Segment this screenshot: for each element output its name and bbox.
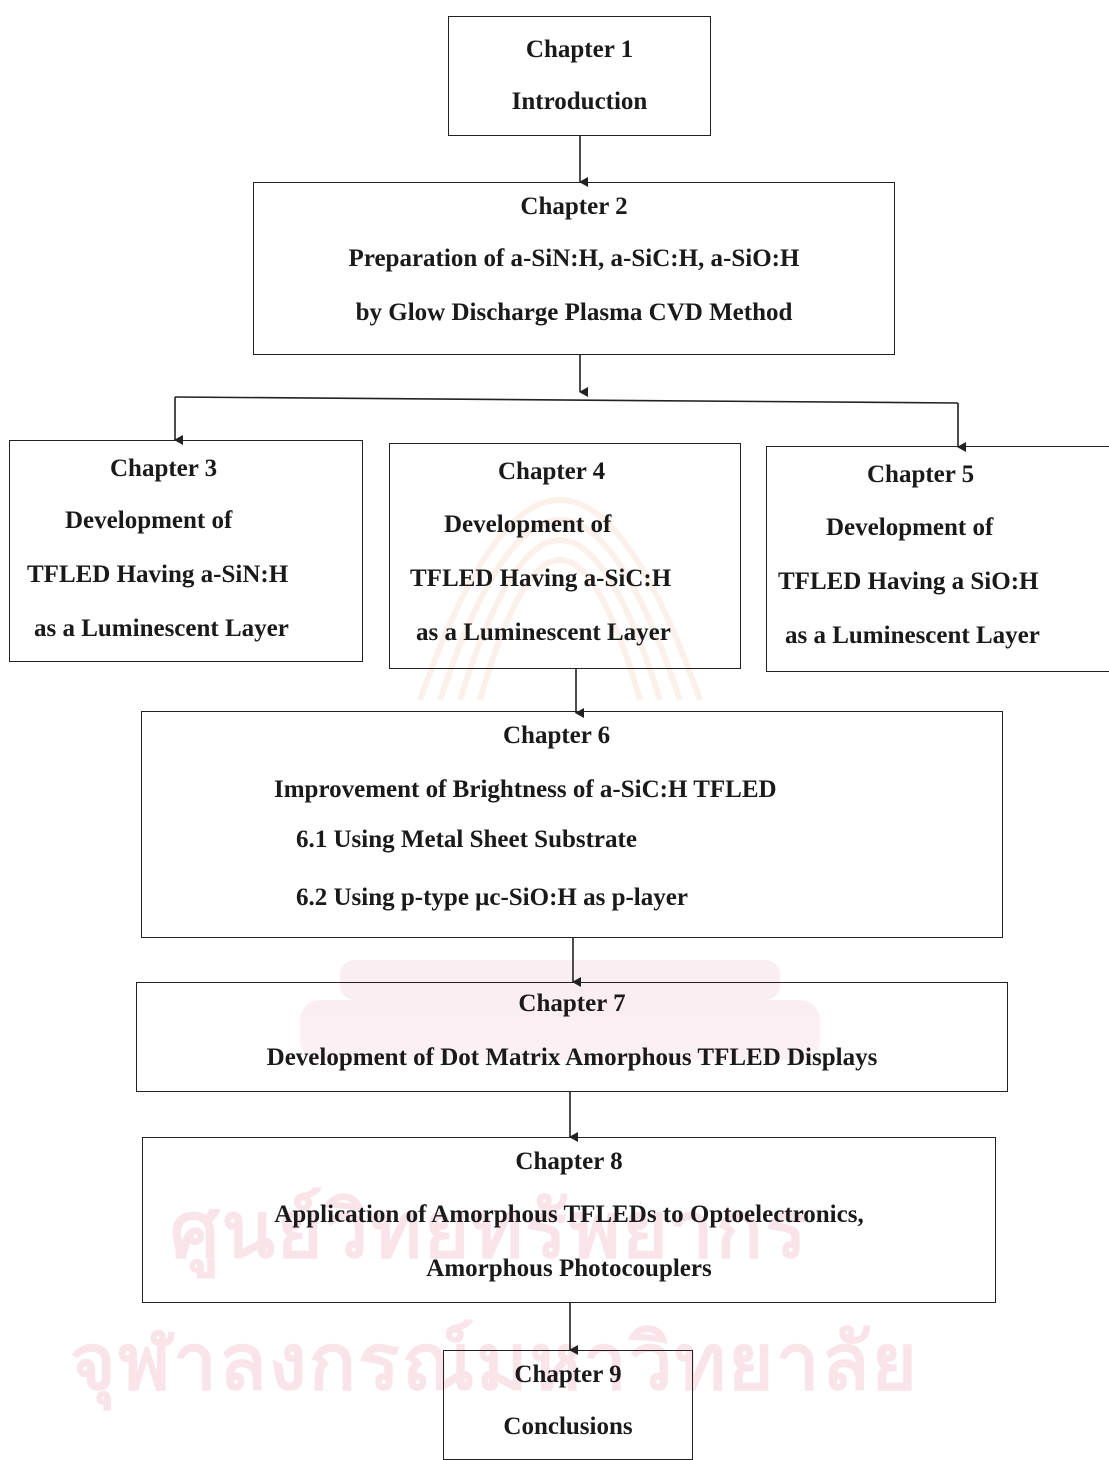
chapter-4-line-1: Development of xyxy=(444,511,612,538)
branch-horizontal xyxy=(174,396,959,404)
chapter-8-line-1: Application of Amorphous TFLEDs to Optoe… xyxy=(274,1201,864,1228)
chapter-7-box: Chapter 7 Development of Dot Matrix Amor… xyxy=(136,982,1008,1092)
chapter-3-line-2: TFLED Having a-SiN:H xyxy=(27,561,289,588)
chapter-9-subtitle: Conclusions xyxy=(503,1413,633,1440)
chapter-6-box: Chapter 6 Improvement of Brightness of a… xyxy=(141,711,1003,938)
chapter-3-box: Chapter 3 Development of TFLED Having a-… xyxy=(9,440,363,662)
chapter-7-title: Chapter 7 xyxy=(518,990,626,1017)
chapter-1-title: Chapter 1 xyxy=(525,36,634,63)
chapter-6-line-3: 6.2 Using p-type μc-SiO:H as p-layer xyxy=(296,884,688,911)
chapter-4-box: Chapter 4 Development of TFLED Having a-… xyxy=(389,443,741,669)
chapter-3-line-3: as a Luminescent Layer xyxy=(34,615,289,642)
chapter-3-line-1: Development of xyxy=(65,507,233,534)
chapter-5-line-2: TFLED Having a SiO:H xyxy=(778,568,1039,595)
chapter-6-line-1: Improvement of Brightness of a-SiC:H TFL… xyxy=(274,776,777,803)
chapter-7-line-1: Development of Dot Matrix Amorphous TFLE… xyxy=(266,1044,878,1071)
chapter-2-title: Chapter 2 xyxy=(520,193,628,220)
chapter-8-title: Chapter 8 xyxy=(515,1148,623,1175)
chapter-8-box: Chapter 8 Application of Amorphous TFLED… xyxy=(142,1137,996,1303)
chapter-3-title: Chapter 3 xyxy=(110,455,218,482)
chapter-2-box: Chapter 2 Preparation of a-SiN:H, a-SiC:… xyxy=(253,182,895,355)
chapter-5-line-3: as a Luminescent Layer xyxy=(785,622,1040,649)
chapter-4-line-3: as a Luminescent Layer xyxy=(416,619,671,646)
watermark-line-1: ศูนย์วิทยทรัพยากร xyxy=(170,1186,809,1276)
chapter-2-line-2: by Glow Discharge Plasma CVD Method xyxy=(355,299,793,326)
chapter-6-title: Chapter 6 xyxy=(503,722,611,749)
chapter-5-box: Chapter 5 Development of TFLED Having a … xyxy=(766,446,1109,672)
chapter-4-title: Chapter 4 xyxy=(498,458,606,485)
chapter-9-box: Chapter 9 Conclusions xyxy=(443,1350,693,1460)
chapter-5-line-1: Development of xyxy=(826,514,994,541)
chapter-6-line-2: 6.1 Using Metal Sheet Substrate xyxy=(296,826,637,853)
watermark-line-2: จุฬาลงกรณ์มหาวิทยาลัย xyxy=(70,1318,920,1408)
chapter-8-line-2: Amorphous Photocouplers xyxy=(426,1255,712,1282)
chapter-2-line-1: Preparation of a-SiN:H, a-SiC:H, a-SiO:H xyxy=(348,245,800,272)
chapter-5-title: Chapter 5 xyxy=(867,461,975,488)
chapter-1-subtitle: Introduction xyxy=(511,88,648,115)
chapter-9-title: Chapter 9 xyxy=(514,1361,622,1388)
chapter-1-box: Chapter 1 Introduction xyxy=(448,16,711,136)
chapter-4-line-2: TFLED Having a-SiC:H xyxy=(410,565,672,592)
